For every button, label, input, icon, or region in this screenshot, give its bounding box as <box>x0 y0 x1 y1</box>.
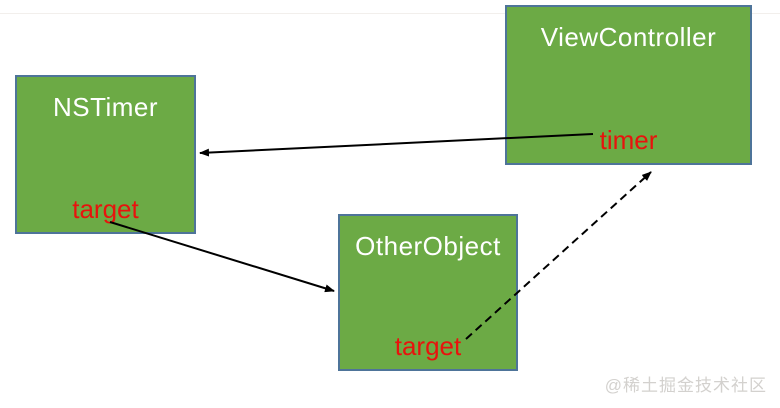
watermark: @稀土掘金技术社区 <box>604 376 767 395</box>
box-viewcontroller-title: ViewController <box>540 22 717 52</box>
background-rule-line <box>0 13 780 14</box>
box-viewcontroller-property-label: timer <box>599 125 658 155</box>
box-viewcontroller: ViewController timer <box>505 5 752 165</box>
box-otherobject-title: OtherObject <box>355 231 501 261</box>
box-nstimer-property-label: target <box>72 194 139 224</box>
box-nstimer: NSTimer target <box>15 75 196 234</box>
box-otherobject-property-label: target <box>394 331 462 361</box>
box-otherobject: OtherObject target <box>338 214 518 371</box>
box-nstimer-title: NSTimer <box>52 92 159 122</box>
